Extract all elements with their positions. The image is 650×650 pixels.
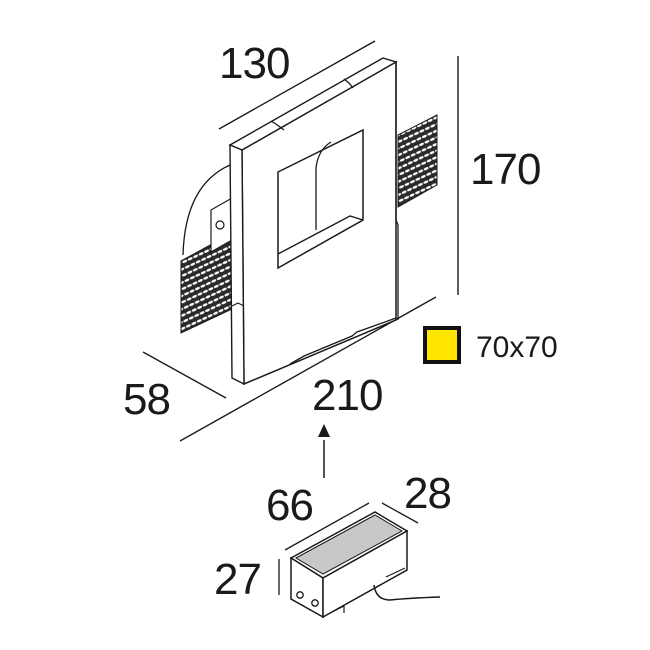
dim-label-driver-height: 27: [214, 555, 262, 604]
top-notch-right: [343, 78, 354, 89]
right-mesh-fin: [397, 114, 438, 208]
cutout-legend-swatch: [423, 326, 461, 364]
left-mesh-fin: [180, 231, 235, 334]
dim-line-66: [284, 502, 370, 551]
top-notch-left: [270, 120, 285, 131]
dim-label-height: 170: [470, 145, 541, 194]
dim-label-depth: 58: [123, 375, 171, 424]
plate-right-shoulder: [395, 62, 399, 320]
light-window: [277, 128, 364, 270]
dim-label-length: 210: [312, 371, 383, 420]
screw-hole: [215, 220, 225, 230]
side-notch: [231, 302, 245, 307]
dim-label-width: 130: [219, 39, 290, 88]
cutout-legend-label: 70x70: [476, 331, 558, 364]
dim-line-28: [381, 502, 419, 524]
connection-arrow-head: [318, 424, 330, 437]
driver-box: [289, 511, 441, 619]
dim-line-130: [218, 40, 376, 130]
back-plate-arc: [182, 164, 231, 256]
dim-line-58: [142, 351, 227, 399]
plate-left-edge: [229, 143, 245, 386]
dim-label-driver-length: 66: [266, 481, 314, 530]
dim-label-driver-width: 28: [404, 469, 452, 518]
plate-bottom-step: [289, 317, 397, 365]
